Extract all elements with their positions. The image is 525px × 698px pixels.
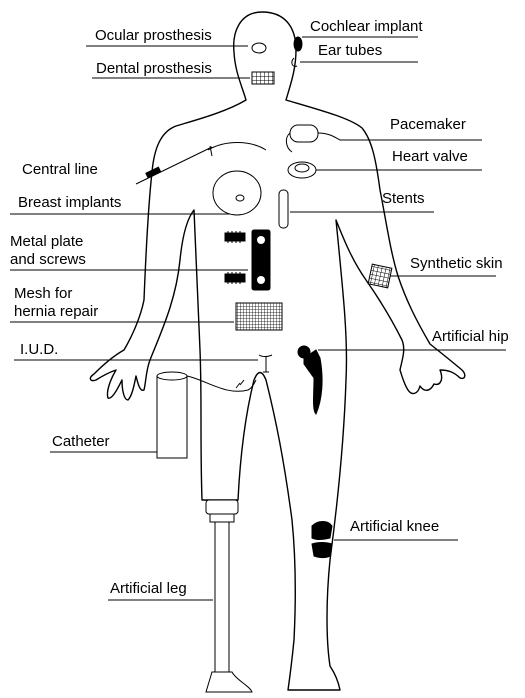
label-artificial-hip: Artificial hip <box>432 328 509 345</box>
label-mesh-line1: Mesh for <box>14 285 72 302</box>
screw-upper <box>225 231 245 243</box>
label-catheter: Catheter <box>52 433 110 450</box>
label-iud: I.U.D. <box>20 341 58 358</box>
label-breast-implants: Breast implants <box>18 194 121 211</box>
label-dental-prosthesis: Dental prosthesis <box>96 60 212 77</box>
label-heart-valve: Heart valve <box>392 148 468 165</box>
label-artificial-knee: Artificial knee <box>350 518 439 535</box>
ear-tubes-device <box>292 58 418 66</box>
label-pacemaker: Pacemaker <box>390 116 466 133</box>
label-ocular-prosthesis: Ocular prosthesis <box>95 27 212 44</box>
label-stents: Stents <box>382 190 425 207</box>
label-ear-tubes: Ear tubes <box>318 42 382 59</box>
label-metal-plate-line1: Metal plate <box>10 233 83 250</box>
screw-lower <box>225 272 245 284</box>
label-mesh-line2: hernia repair <box>14 303 98 320</box>
label-artificial-leg: Artificial leg <box>110 580 187 597</box>
label-synthetic-skin: Synthetic skin <box>410 255 503 272</box>
label-cochlear-implant: Cochlear implant <box>310 18 423 35</box>
label-central-line: Central line <box>22 161 98 178</box>
label-metal-plate-line2: and screws <box>10 251 86 268</box>
